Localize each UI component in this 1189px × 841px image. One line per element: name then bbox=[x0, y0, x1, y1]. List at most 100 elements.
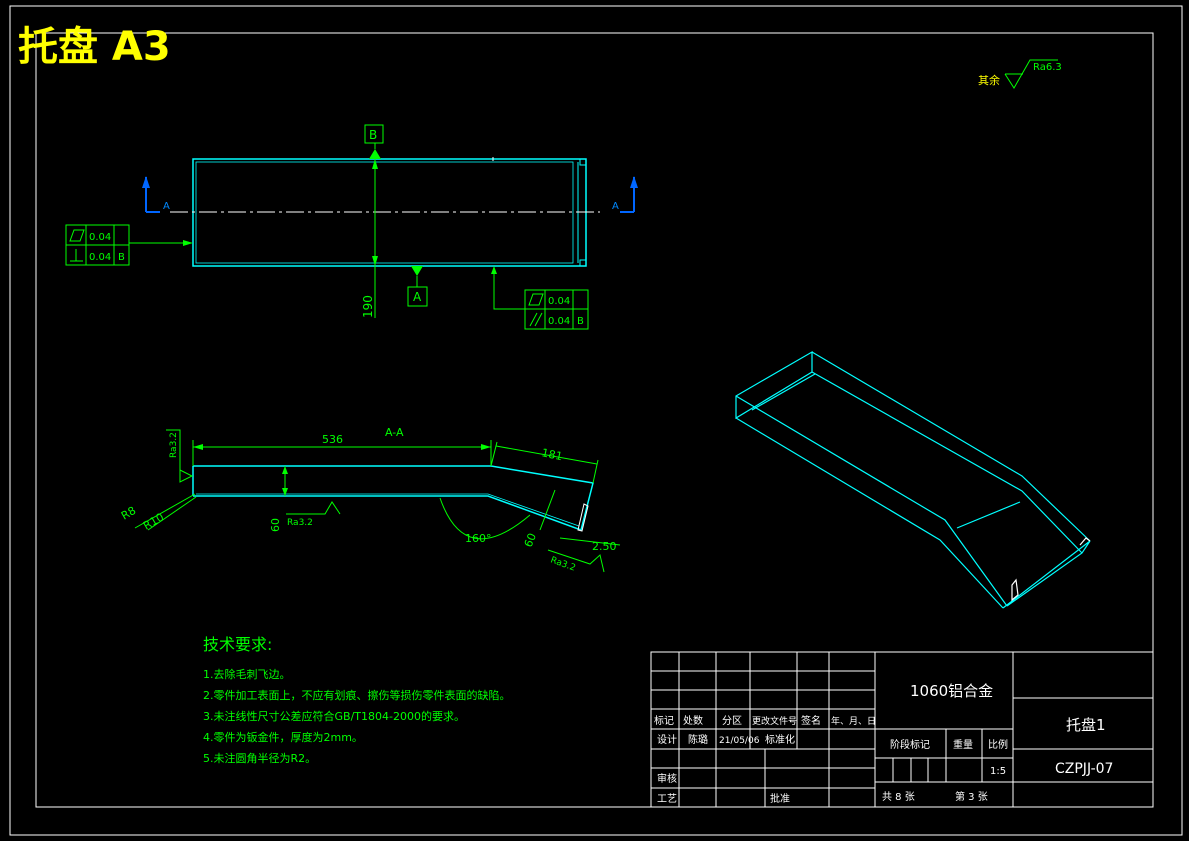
dim-536-arrow-left bbox=[193, 444, 203, 450]
dim-r10-text: R10 bbox=[141, 511, 166, 533]
section-right-label: A bbox=[612, 201, 619, 212]
top-view-inner bbox=[195, 161, 574, 264]
tb-process-label: 工艺 bbox=[657, 793, 677, 805]
dim-181-ext-2 bbox=[592, 459, 599, 484]
radius-leader-1 bbox=[134, 493, 196, 529]
roughness-a-text: Ra3.2 bbox=[169, 432, 179, 458]
section-left-label: A bbox=[163, 201, 170, 212]
dim-thk-line bbox=[559, 537, 621, 546]
width-dim-text: 190 bbox=[361, 295, 375, 318]
top-view-tab-bottom bbox=[579, 259, 587, 267]
roughness-c-symbol bbox=[547, 549, 605, 573]
tb-sheet-no: 第 3 张 bbox=[955, 790, 988, 803]
dim-181-text: 181 bbox=[540, 446, 563, 463]
width-dim-arrow-bottom bbox=[372, 256, 378, 266]
gdt-right-value-1: 0.04 bbox=[548, 296, 570, 307]
gdt-frame-left: 0.04 0.04 B bbox=[65, 224, 193, 266]
tb-weight-label: 重量 bbox=[953, 738, 973, 751]
gdt-frame-right: 0.04 0.04 B bbox=[491, 266, 589, 330]
tb-header-mark: 标记 bbox=[654, 715, 674, 727]
dim-thk-text: 2.50 bbox=[592, 540, 617, 553]
parallelism-icon bbox=[529, 312, 543, 327]
title-block bbox=[650, 651, 1154, 808]
iso-back-bottom-edge bbox=[811, 371, 1083, 554]
tb-header-date: 年、月、日 bbox=[831, 715, 876, 727]
tb-part-name: 托盘1 bbox=[1066, 716, 1106, 734]
gdt-right-arrow bbox=[491, 266, 497, 274]
dim-536-text: 536 bbox=[322, 433, 343, 446]
tech-item-1: 1.去除毛刺飞边。 bbox=[203, 667, 291, 681]
section-view: A-A 536 181 60 60 160° 2.50 bbox=[119, 426, 621, 574]
inner-border bbox=[35, 32, 1154, 808]
dim-60-right-text: 60 bbox=[522, 531, 539, 549]
tb-design-label: 设计 bbox=[657, 733, 677, 746]
tb-drawing-no: CZPJJ-07 bbox=[1055, 761, 1113, 777]
flatness-icon bbox=[69, 229, 85, 242]
datum-a-label: A bbox=[413, 290, 422, 304]
tech-heading: 技术要求: bbox=[203, 635, 272, 654]
tb-header-zone: 分区 bbox=[722, 715, 742, 727]
general-roughness-label: 其余 bbox=[978, 73, 1000, 87]
dim-r8-text: R8 bbox=[119, 504, 138, 523]
tb-standardize-label: 标准化 bbox=[765, 733, 795, 746]
tb-design-date: 21/05/06 bbox=[719, 736, 760, 746]
datum-a-triangle bbox=[411, 266, 423, 276]
iso-bend-line bbox=[956, 501, 1021, 529]
iso-front-bottom-edge bbox=[735, 417, 1004, 609]
roughness-a-symbol bbox=[166, 429, 194, 483]
gdt-right-leader bbox=[493, 270, 525, 310]
iso-right-lip-2 bbox=[1011, 578, 1019, 602]
tech-item-5: 5.未注圆角半径为R2。 bbox=[203, 751, 316, 765]
angle-160-text: 160° bbox=[465, 532, 492, 545]
tech-item-4: 4.零件为钣金件，厚度为2mm。 bbox=[203, 730, 363, 744]
tb-review-label: 审核 bbox=[657, 772, 677, 785]
perpendicularity-icon bbox=[70, 249, 83, 262]
tb-material: 1060铝合金 bbox=[910, 682, 993, 700]
tb-header-sign: 签名 bbox=[801, 714, 821, 727]
angle-160-arc bbox=[439, 497, 531, 540]
dim-536-arrow-right bbox=[481, 444, 491, 450]
gdt-left-value-2: 0.04 bbox=[89, 252, 111, 263]
top-view: B 190 A A A 0.04 0.04 B bbox=[65, 124, 638, 330]
datum-b-label: B bbox=[369, 128, 377, 142]
gdt-left-value-1: 0.04 bbox=[89, 232, 111, 243]
roughness-c: Ra3.2 bbox=[547, 549, 605, 574]
dim-60-right-line bbox=[539, 489, 556, 531]
section-lip bbox=[577, 503, 589, 532]
section-profile-inner bbox=[196, 493, 580, 527]
roughness-a: Ra3.2 bbox=[166, 429, 194, 483]
iso-left-end bbox=[735, 350, 813, 420]
outer-border bbox=[9, 5, 1183, 836]
sheet-title: 托盘 A3 bbox=[18, 24, 171, 70]
tb-scale-label: 比例 bbox=[988, 738, 1008, 751]
radius-leader-2 bbox=[147, 496, 197, 531]
iso-right-end bbox=[1002, 540, 1091, 609]
section-profile-outer bbox=[193, 465, 594, 531]
datum-b-box bbox=[364, 124, 384, 144]
section-left-arrow bbox=[142, 176, 150, 188]
section-right-arrow bbox=[630, 176, 638, 188]
dim-181-line bbox=[495, 445, 598, 465]
iso-floor-near bbox=[751, 373, 816, 411]
dim-60-left-arrow-top bbox=[282, 466, 288, 474]
title-block-text: 标记 处数 分区 更改文件号 签名 年、月、日 设计 陈璐 21/05/06 标… bbox=[654, 682, 1113, 805]
iso-back-top-edge bbox=[811, 351, 1091, 542]
tb-sheets: 共 8 张 bbox=[882, 791, 915, 803]
gdt-left-arrow bbox=[183, 240, 193, 246]
isometric-view bbox=[735, 350, 1091, 609]
iso-right-lip-1 bbox=[1079, 537, 1091, 546]
dim-60-left-text: 60 bbox=[269, 518, 282, 532]
tb-header-count: 处数 bbox=[683, 714, 703, 727]
dim-60-left-arrow-bottom bbox=[282, 488, 288, 496]
roughness-b-text: Ra3.2 bbox=[287, 518, 313, 528]
section-title: A-A bbox=[385, 426, 404, 439]
tech-requirements: 技术要求: 1.去除毛刺飞边。 2.零件加工表面上，不应有划痕、擦伤等损伤零件表… bbox=[203, 635, 511, 765]
iso-front-top-edge bbox=[735, 395, 1008, 607]
gdt-right-datum-2: B bbox=[577, 316, 584, 327]
flatness-icon bbox=[528, 293, 544, 306]
datum-a-box bbox=[407, 286, 428, 307]
tech-item-3: 3.未注线性尺寸公差应符合GB/T1804-2000的要求。 bbox=[203, 709, 465, 723]
datum-b-triangle bbox=[369, 149, 381, 159]
tb-designer: 陈璐 bbox=[688, 733, 708, 746]
